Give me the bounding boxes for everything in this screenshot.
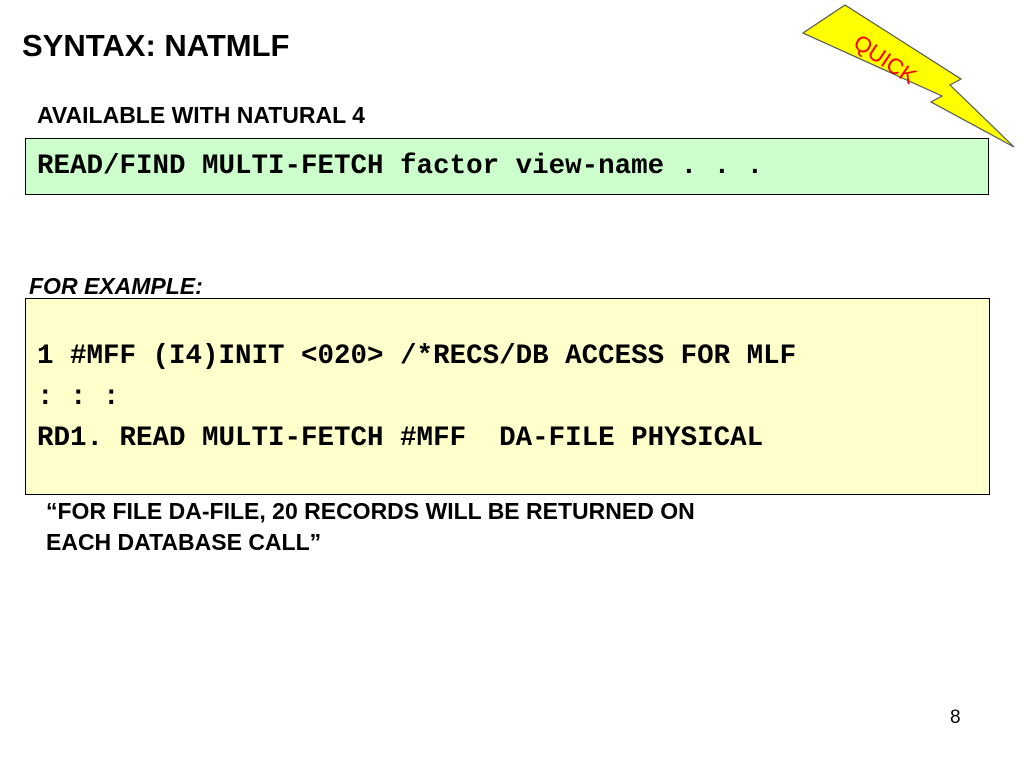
slide-title: SYNTAX: NATMLF <box>22 28 290 63</box>
lightning-bolt-icon: QUICK <box>801 4 1015 148</box>
code-line-read: RD1. READ MULTI-FETCH #MFF DA-FILE PHYSI… <box>37 423 764 454</box>
quick-lightning-badge: QUICK <box>790 0 1024 150</box>
explanation-note: “FOR FILE DA-FILE, 20 RECORDS WILL BE RE… <box>46 496 886 558</box>
page-number: 8 <box>950 707 961 728</box>
code-line-ellipsis: : : : <box>37 382 120 413</box>
note-line-2: EACH DATABASE CALL” <box>46 529 322 555</box>
note-line-1: “FOR FILE DA-FILE, 20 RECORDS WILL BE RE… <box>46 498 695 524</box>
code-line-define: 1 #MFF (I4)INIT <020> /*RECS/DB ACCESS F… <box>37 341 797 372</box>
syntax-statement: READ/FIND MULTI-FETCH factor view-name .… <box>37 151 764 182</box>
example-code-box: 1 #MFF (I4)INIT <020> /*RECS/DB ACCESS F… <box>25 298 990 495</box>
example-label: FOR EXAMPLE: <box>29 273 203 299</box>
availability-heading: AVAILABLE WITH NATURAL 4 <box>37 102 365 128</box>
syntax-box: READ/FIND MULTI-FETCH factor view-name .… <box>25 138 989 195</box>
